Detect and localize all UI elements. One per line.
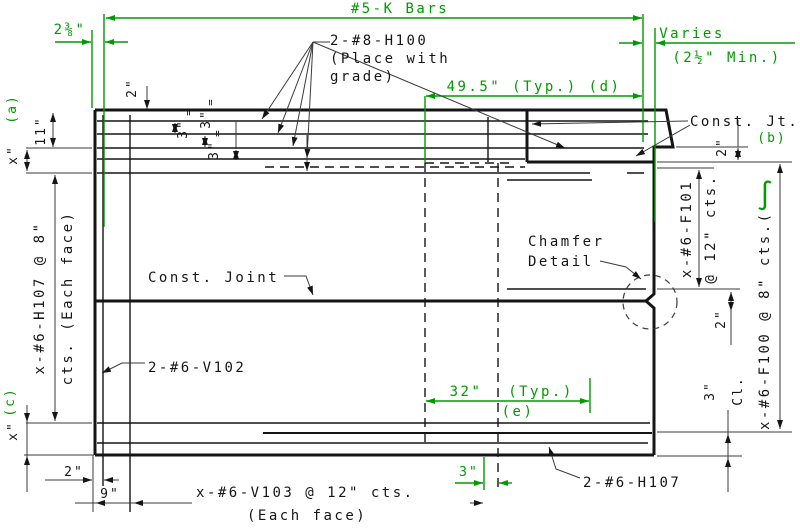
- dim-x-bottom-label: x": [6, 421, 21, 441]
- chamfer-detail-circle: [622, 274, 678, 330]
- h100-bar-label: 2-#8-H100: [330, 33, 428, 49]
- dim-x-top-label: x": [6, 145, 21, 165]
- equal-tick-3: =: [211, 129, 224, 137]
- section-squiggle-icon: ∫: [757, 179, 774, 212]
- h107-side-label-line2: cts. (Each face): [60, 211, 76, 386]
- dim-32-typ-label: (Typ.): [508, 384, 574, 400]
- chamfer-2in-label: 2": [714, 309, 729, 329]
- ref-a-label: (a): [5, 94, 20, 123]
- dim-32-label: 32": [450, 384, 483, 400]
- h100-note-line2: grade): [330, 69, 396, 85]
- const-jt-label: Const. Jt.: [690, 114, 799, 130]
- f101-bar-label: x-#6-F101: [679, 180, 695, 278]
- varies-label: Varies: [659, 26, 725, 42]
- green-dimension-lines: [55, 14, 795, 490]
- ref-c-label: (c): [3, 387, 18, 416]
- hidden-bar-lines: [265, 162, 525, 488]
- black-dimension-lines: [24, 86, 783, 506]
- dim-3-green-label: 3": [459, 465, 479, 480]
- rebar-lines: [97, 115, 652, 512]
- min-2-1-2-label: (2½" Min.): [672, 50, 781, 66]
- extension-lines: [24, 146, 792, 512]
- equal-tick-1: =: [182, 108, 195, 116]
- f100-bar-label: x-#6-F100 @ 8" cts.(: [757, 211, 773, 430]
- chamfer-detail-label-line1: Chamfer: [528, 234, 605, 250]
- bottom-2in-label: 2": [64, 465, 84, 480]
- key-depth-2in-label: 2": [715, 137, 730, 157]
- h100-note-line1: (Place with: [330, 51, 450, 67]
- leader-lines: [101, 41, 691, 479]
- wall-outline: [93, 108, 675, 457]
- clear-3in-label: 3": [703, 381, 718, 401]
- dim-11in-label: 11": [34, 116, 49, 145]
- h107-bottom-label: 2-#6-H107: [583, 475, 681, 491]
- bottom-9in-label: 9": [100, 487, 120, 502]
- k-bars-dimension-label: #5-K Bars: [351, 1, 449, 17]
- spacing-3in-label-3: 3": [207, 140, 222, 160]
- const-joint-label: Const. Joint: [148, 270, 279, 286]
- v103-spacing-label: x-#6-V103 @ 12" cts.: [196, 485, 415, 501]
- clear-cl-label: Cl.: [731, 376, 746, 405]
- equal-tick-2: =: [204, 98, 217, 106]
- f101-spacing-label: @ 12" cts.: [703, 174, 719, 283]
- spacing-3in-label-2: 3": [199, 109, 214, 129]
- top-cover-2in-label: 2": [125, 78, 140, 98]
- v103-each-face-label: (Each face): [247, 508, 367, 524]
- ref-e-label: (e): [502, 404, 535, 420]
- v102-bar-label: 2-#6-V102: [148, 360, 246, 376]
- dim-2-3-8-label: 2⅜": [54, 22, 87, 38]
- h107-side-label-line1: x-#6-H107 @ 8": [32, 221, 48, 374]
- ref-b-label: (b): [757, 131, 786, 146]
- chamfer-detail-label-line2: Detail: [528, 254, 594, 270]
- spacing-3in-label-1: 3": [176, 119, 191, 139]
- dim-49-5-typ-d-label: 49.5" (Typ.) (d): [447, 79, 622, 95]
